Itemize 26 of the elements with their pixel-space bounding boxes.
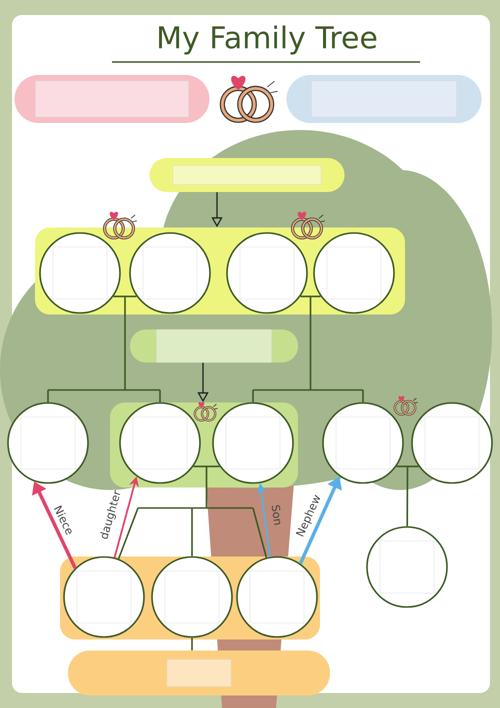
photo-circle [151, 556, 233, 638]
edge-label: Niece [54, 505, 72, 535]
photo-circle [212, 402, 294, 484]
photo-circle [7, 402, 89, 484]
photo-circle [313, 232, 395, 314]
photo-circle [129, 232, 211, 314]
family-line [191, 638, 193, 650]
title: My Family Tree [112, 25, 420, 63]
photo-circle [226, 232, 308, 314]
family-line [118, 465, 268, 560]
edge-label: Son [272, 505, 280, 525]
photo-circle [366, 526, 448, 608]
name-banner [130, 329, 298, 363]
photo-circle [411, 402, 493, 484]
name-banner [68, 650, 330, 696]
photo-circle [63, 556, 145, 638]
photo-circle [39, 232, 121, 314]
name-banner [286, 75, 482, 123]
photo-circle [119, 402, 201, 484]
photo-circle [322, 402, 404, 484]
family-line [47, 295, 161, 403]
family-line [252, 295, 364, 403]
photo-circle [236, 556, 318, 638]
family-line [396, 465, 420, 527]
name-banner [14, 75, 210, 123]
name-banner [150, 158, 344, 192]
